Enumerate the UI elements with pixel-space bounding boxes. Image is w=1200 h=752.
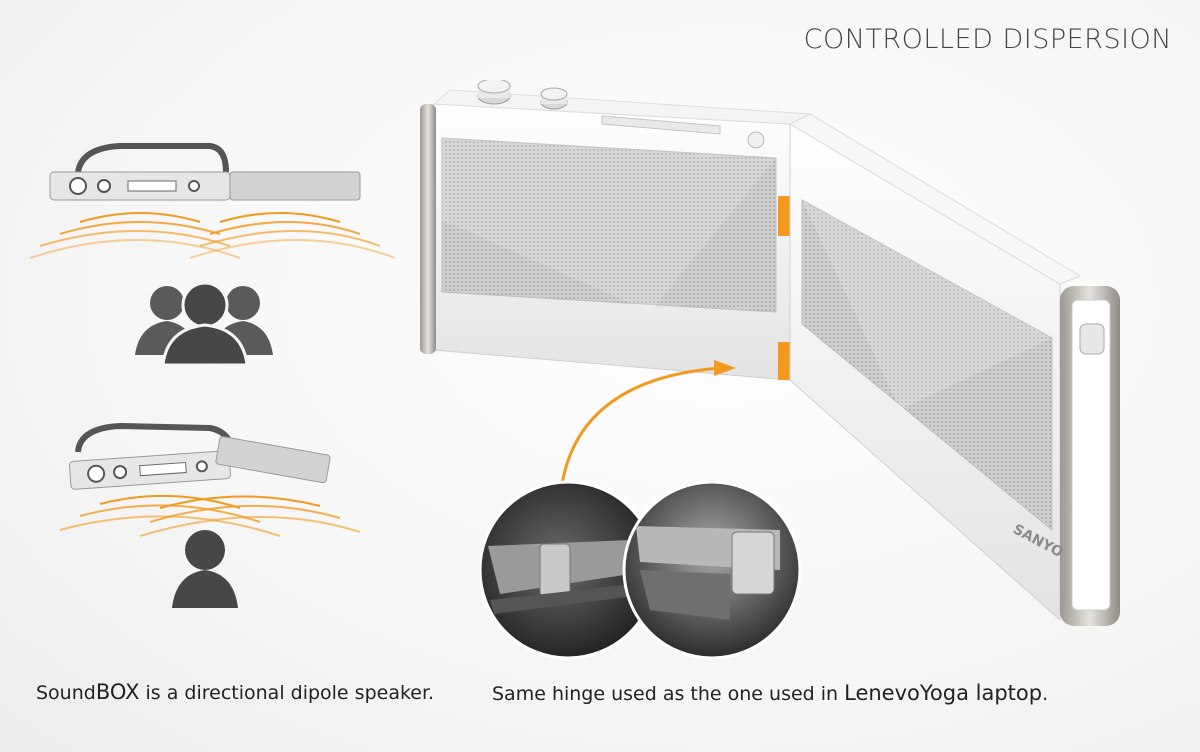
end-button-icon <box>1079 323 1105 355</box>
angled-speaker-diagram <box>59 422 361 537</box>
buttons-icon <box>139 461 187 477</box>
hinge-top-icon <box>778 196 792 236</box>
right-caption: Same hinge used as the one used in Lenev… <box>492 681 1049 705</box>
handle-icon <box>75 143 229 173</box>
knob-icon <box>87 464 106 483</box>
page-title: CONTROLLED DISPERSION <box>803 24 1172 55</box>
sound-waves-icon <box>29 212 396 259</box>
group-people-icon <box>135 281 273 365</box>
single-person-icon <box>172 530 238 608</box>
power-icon <box>188 180 200 192</box>
speaker-product-render: SANYO <box>420 80 1120 626</box>
hinge-closeup-2 <box>622 480 802 660</box>
sound-waves-icon <box>59 494 361 537</box>
hinge-closeup-images <box>480 480 802 660</box>
left-end-cap <box>420 104 436 354</box>
hinge-bottom-icon <box>778 342 792 380</box>
knob-icon <box>97 179 111 193</box>
power-button-icon <box>747 131 765 149</box>
speaker-panel <box>215 436 331 484</box>
control-buttons-icon <box>601 115 721 135</box>
power-icon <box>195 460 208 473</box>
hinge-closeup-1 <box>480 480 658 660</box>
left-caption: SoundBOX is a directional dipole speaker… <box>36 680 435 704</box>
buttons-icon <box>127 180 177 192</box>
right-grille <box>801 199 1053 532</box>
knob-icon <box>113 465 128 480</box>
hinge-arrow-icon <box>558 366 721 501</box>
left-grille <box>441 137 777 313</box>
knob-icon <box>69 177 87 195</box>
speaker-panel <box>229 171 361 201</box>
flat-speaker-diagram <box>29 143 396 259</box>
